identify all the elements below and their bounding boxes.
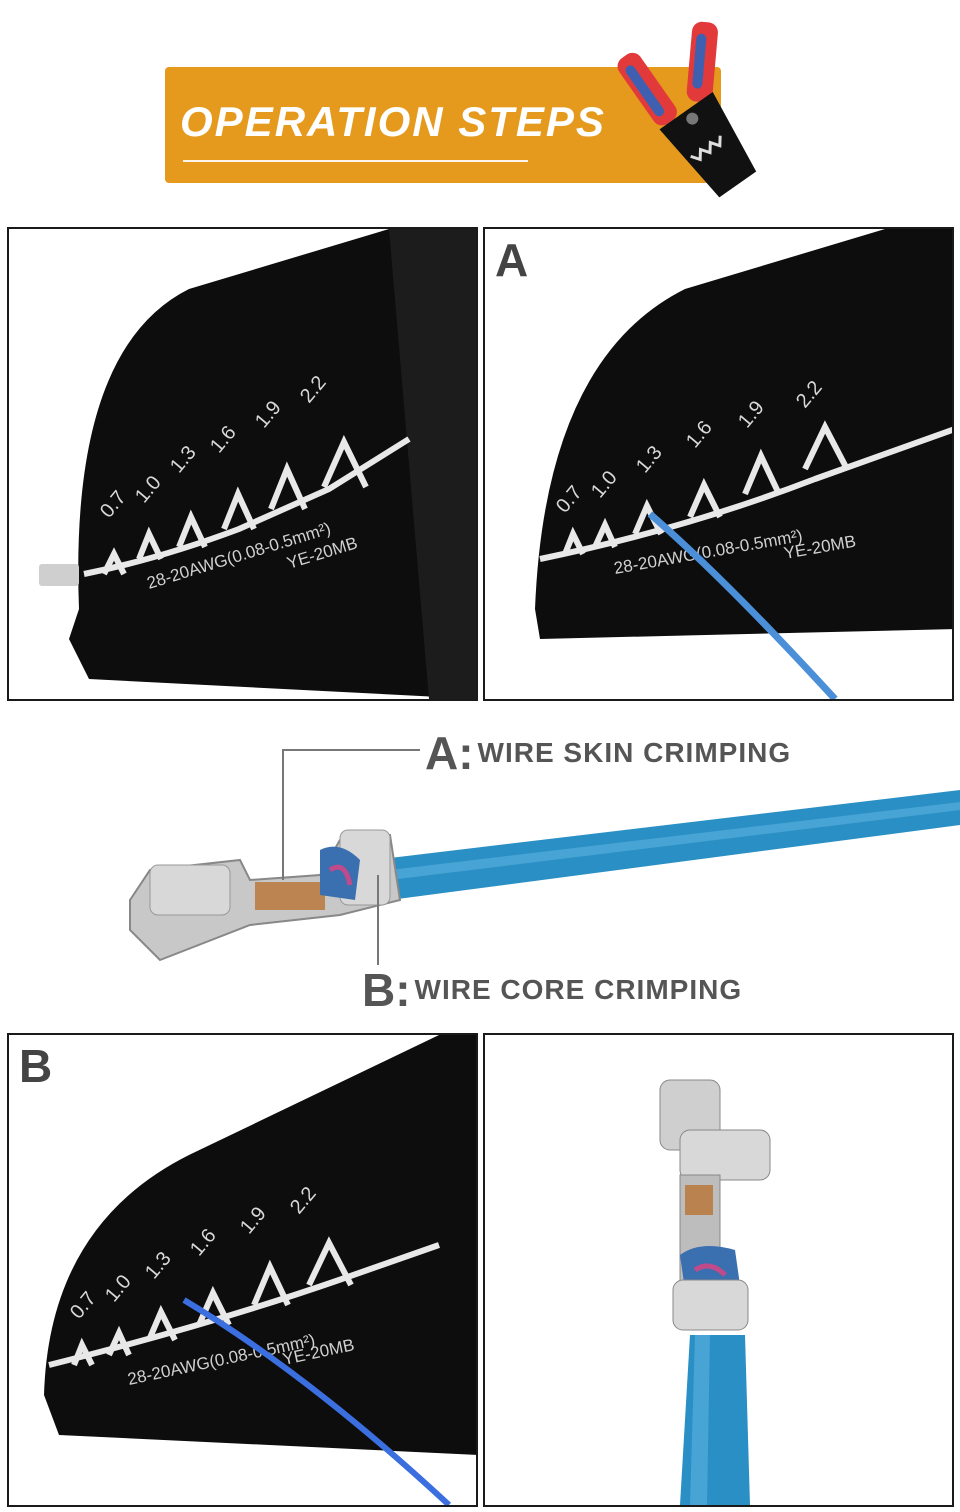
blue-wire xyxy=(647,511,838,699)
photo-panel-step-a: 0.7 1.0 1.3 1.6 1.9 2.2 28-20AWG(0.08-0.… xyxy=(483,227,954,701)
terminal-piece xyxy=(39,564,79,586)
label-b-letter: B: xyxy=(362,964,411,1016)
tool-jaw-image: 0.7 1.0 1.3 1.6 1.9 2.2 28-20AWG(0.08-0.… xyxy=(535,229,952,699)
crimping-plier-icon xyxy=(617,21,757,198)
crimped-terminal-image xyxy=(659,1079,771,1505)
label-wire-core-crimping: B:WIRE CORE CRIMPING xyxy=(362,963,742,1017)
terminal-crimp-diagram xyxy=(129,749,960,965)
label-a-letter: A: xyxy=(425,727,474,779)
blue-wire xyxy=(182,1297,452,1505)
operation-steps-banner xyxy=(165,67,721,183)
photo-panel-step-b: 0.7 1.0 1.3 1.6 1.9 2.2 28-20AWG(0.08-0.… xyxy=(7,1033,478,1507)
tool-jaw-image: 0.7 1.0 1.3 1.6 1.9 2.2 28-20AWG(0.08-0.… xyxy=(39,229,476,699)
banner-title: OPERATION STEPS xyxy=(180,98,606,145)
step-tag-a: A xyxy=(495,234,529,286)
tool-jaw-image: 0.7 1.0 1.3 1.6 1.9 2.2 28-20AWG(0.08-0.… xyxy=(44,1035,476,1505)
photo-panel-terminal-loaded: 0.7 1.0 1.3 1.6 1.9 2.2 28-20AWG(0.08-0.… xyxy=(7,227,478,701)
label-wire-skin-crimping: A:WIRE SKIN CRIMPING xyxy=(425,726,791,780)
photo-panel-finished-terminal xyxy=(483,1033,954,1507)
label-b-text: WIRE CORE CRIMPING xyxy=(414,974,743,1005)
step-tag-b: B xyxy=(19,1040,53,1092)
banner-underline xyxy=(183,160,528,162)
label-a-text: WIRE SKIN CRIMPING xyxy=(477,737,792,768)
